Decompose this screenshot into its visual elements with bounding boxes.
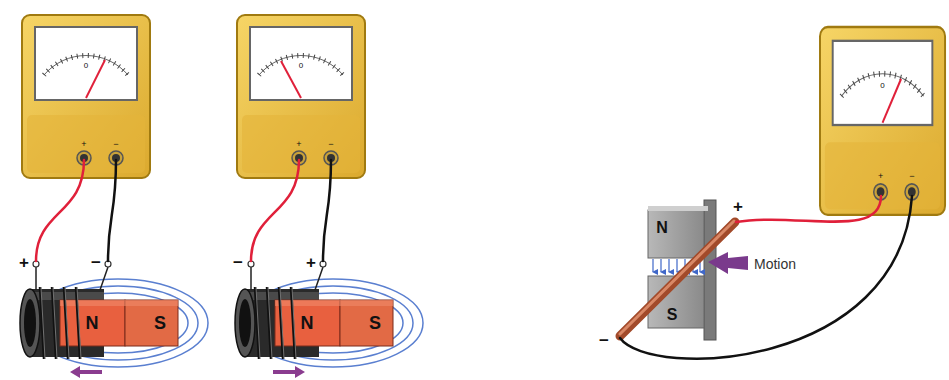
motion-arrow	[70, 366, 102, 378]
magnet-poles	[648, 206, 708, 211]
magnet-poles	[704, 200, 716, 340]
coil-and-magnet	[235, 261, 423, 367]
pole-letter: S	[369, 314, 381, 332]
magnet-pole: S	[648, 276, 704, 328]
coil-and-magnet	[20, 261, 208, 367]
pole-letter: N	[656, 220, 668, 236]
lead-wire	[620, 196, 912, 359]
polarity-sign: −	[91, 254, 101, 271]
lead-wire	[736, 196, 881, 222]
pole-letter: S	[154, 314, 166, 332]
lead-wire	[323, 160, 331, 261]
polarity-sign: −	[599, 332, 609, 349]
magnet-pole: N	[648, 210, 704, 258]
galvanometer	[237, 15, 365, 178]
pole-letter: +	[81, 140, 86, 149]
conductor-rod	[620, 222, 735, 336]
pole-letter: −	[909, 172, 914, 181]
galvanometer	[22, 15, 150, 178]
lead-wire	[251, 160, 299, 261]
lead-wire	[108, 160, 116, 261]
pole-letter: +	[296, 140, 301, 149]
conductor-rod	[620, 221, 735, 336]
field-arrows	[668, 259, 669, 272]
galvanometer	[237, 15, 365, 178]
lead-wire	[620, 196, 912, 359]
pole-letter: N	[86, 314, 99, 332]
pole-letter: S	[667, 307, 678, 323]
motion-arrow	[273, 366, 305, 378]
coil-and-magnet	[20, 261, 208, 367]
bar-magnet: NS	[60, 300, 178, 346]
galvanometer	[820, 27, 945, 215]
pole-letter: 0	[84, 62, 88, 70]
galvanometer	[22, 15, 150, 178]
conductor-rod	[620, 221, 734, 334]
motion-arrow	[708, 252, 748, 274]
motion-arrow	[70, 366, 305, 378]
polarity-sign: +	[306, 254, 316, 271]
magnet-poles	[648, 210, 704, 258]
bar-magnet: NS	[275, 300, 393, 346]
galvanometer	[883, 79, 902, 123]
field-arrows	[660, 259, 661, 272]
lead-wire	[36, 160, 331, 261]
coil-and-magnet	[235, 261, 423, 367]
galvanometer: 0 + −	[820, 27, 945, 215]
field-arrows	[676, 259, 677, 272]
pole-letter: 0	[880, 82, 884, 90]
pole-letter: N	[301, 314, 314, 332]
galvanometer	[820, 27, 945, 215]
pole-letter: −	[113, 140, 118, 149]
pole-letter: −	[328, 140, 333, 149]
field-arrows	[652, 259, 653, 272]
galvanometer: 0 + −	[22, 15, 150, 178]
pole-letter: +	[878, 172, 883, 181]
lead-wire	[36, 160, 84, 261]
galvanometer	[281, 61, 301, 98]
polarity-sign: +	[19, 254, 29, 271]
polarity-sign: +	[733, 198, 743, 215]
galvanometer	[86, 60, 105, 98]
pole-letter: 0	[299, 62, 303, 70]
motion-arrow	[708, 252, 748, 274]
motion-label: Motion	[754, 257, 796, 271]
polarity-sign: −	[233, 254, 243, 271]
galvanometer: 0 + −	[237, 15, 365, 178]
